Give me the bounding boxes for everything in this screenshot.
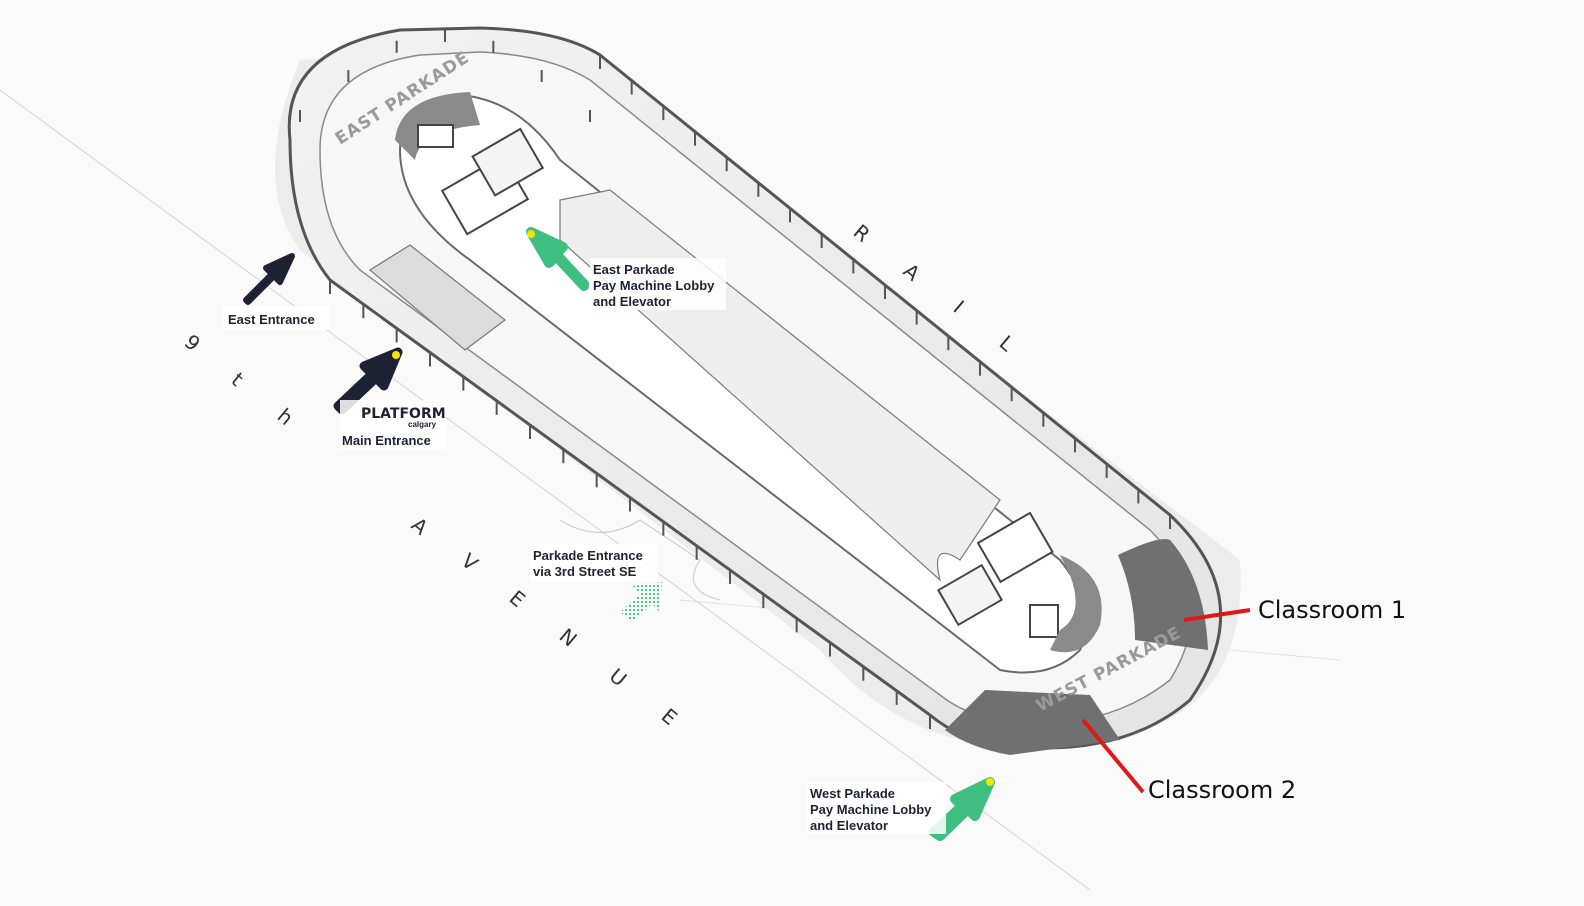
parkade-entrance-line2: via 3rd Street SE bbox=[533, 564, 637, 579]
main-entrance-marker-icon bbox=[392, 351, 400, 359]
parkade-driveway bbox=[559, 519, 721, 601]
east-lobby-label-bg bbox=[590, 258, 726, 310]
main-entrance-label: Main Entrance bbox=[342, 433, 431, 448]
east-entrance-label: East Entrance bbox=[228, 312, 315, 327]
classroom-1-pointer bbox=[1183, 608, 1251, 622]
east-tower bbox=[395, 92, 545, 236]
east-lobby-line2: Pay Machine Lobby bbox=[593, 278, 715, 293]
east-lobby-line1: East Parkade bbox=[593, 262, 675, 277]
east-lobby-line3: and Elevator bbox=[593, 294, 671, 309]
west-tower bbox=[936, 511, 1102, 653]
east-entrance-label-bg bbox=[222, 306, 330, 330]
classroom-2-label: Classroom 2 bbox=[1148, 776, 1296, 804]
classroom-1-label: Classroom 1 bbox=[1258, 596, 1406, 624]
parkade-entrance-label-bg bbox=[530, 544, 658, 582]
entrance-well bbox=[368, 244, 506, 351]
classroom-2-area bbox=[945, 690, 1120, 755]
west-lobby-line2: Pay Machine Lobby bbox=[810, 802, 932, 817]
west-lobby-label-bg bbox=[806, 782, 946, 834]
parkade-entrance-arrow-icon bbox=[620, 582, 662, 622]
west-lobby-line1: West Parkade bbox=[810, 786, 895, 801]
classroom-2-pointer bbox=[1081, 718, 1145, 794]
brand-sub: calgary bbox=[408, 420, 437, 429]
railing-posts bbox=[299, 30, 1171, 729]
parkade-entrance-line1: Parkade Entrance bbox=[533, 548, 643, 563]
street-curb-line bbox=[0, 89, 1091, 891]
classroom-1-area bbox=[1118, 539, 1208, 650]
east-lobby-arrow-icon bbox=[526, 227, 589, 291]
east-entrance-arrow-icon bbox=[243, 253, 295, 305]
west-lobby-marker-icon bbox=[986, 778, 994, 786]
east-lobby-marker-icon bbox=[527, 230, 535, 238]
west-lobby-line3: and Elevator bbox=[810, 818, 888, 833]
brand-name: PLATFORM bbox=[361, 406, 446, 422]
main-entrance-label-bg bbox=[340, 400, 446, 450]
